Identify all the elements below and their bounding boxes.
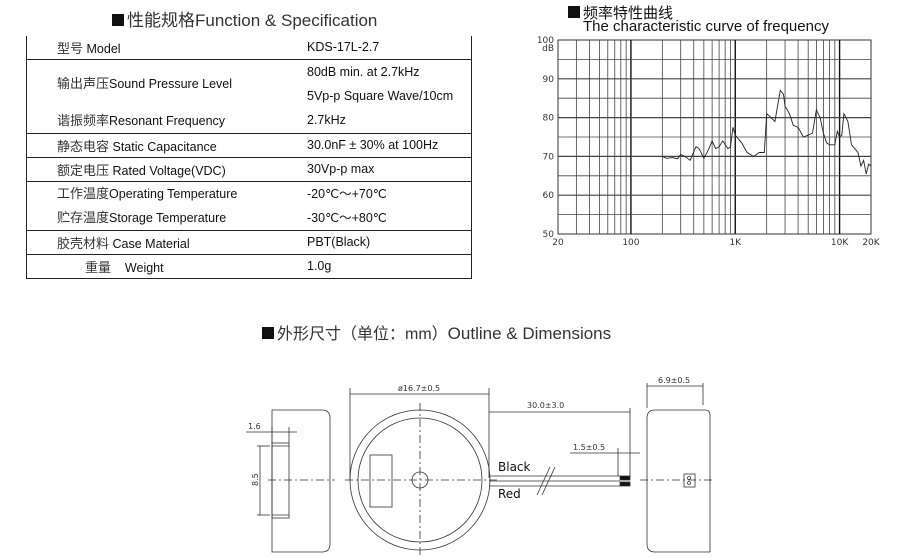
front-view: ø16.7±0.5 [345, 384, 500, 558]
x-tick-label: 20K [862, 238, 880, 248]
square-bullet-icon [112, 14, 124, 26]
y-tick-label: 100 [537, 36, 554, 46]
label-en: Storage Temperature [109, 210, 227, 225]
label-en: Resonant Frequency [109, 113, 226, 128]
chart-title-zh: 频率特性曲线 [583, 5, 674, 22]
label-zh: 贮存温度 [57, 210, 110, 226]
chart-heading: 频率特性曲线 [568, 2, 673, 23]
spec-value: 30.0nF ± 30% at 100Hz [303, 133, 472, 158]
dim-lead-length: 30.0±3.0 [527, 401, 564, 410]
spec-value: 2.7kHz [307, 113, 346, 127]
wire-label-black: Black [498, 460, 531, 474]
x-tick-label: 1K [729, 238, 742, 248]
y-axis-label: dB [542, 44, 554, 54]
label-zh: 工作温度 [57, 186, 110, 202]
label-en: Static Capacitance [112, 139, 217, 154]
label-zh: 重量 [85, 260, 112, 276]
label-zh: 输出声压 [57, 76, 110, 92]
label-en: Case Material [112, 236, 190, 251]
dim-diameter: ø16.7±0.5 [398, 384, 440, 393]
dim-depth: 6.9±0.5 [658, 376, 690, 385]
x-tick-label: 100 [622, 238, 639, 248]
spec-title-zh: 性能规格 [127, 11, 195, 30]
spec-label: 输出声压Sound Pressure Level 谐振频率Resonant Fre… [26, 59, 303, 134]
spec-value: PBT(Black) [303, 230, 472, 255]
spec-value: -30℃～+80℃ [307, 210, 387, 225]
table-row: 重量 Weight 1.0g [26, 254, 472, 279]
square-bullet-icon [568, 6, 580, 18]
y-tick-label: 50 [543, 230, 555, 240]
table-row: 工作温度Operating Temperature 贮存温度Storage Tem… [26, 181, 472, 231]
y-tick-label: 90 [543, 75, 555, 85]
label-en: Operating Temperature [109, 186, 238, 201]
dim-strip: 1.5±0.5 [573, 443, 605, 452]
outline-title-en: Outline & Dimensions [447, 324, 612, 343]
label-en: Model [86, 41, 121, 56]
table-row: 额定电压 Rated Voltage(VDC) 30Vp-p max [26, 157, 472, 182]
spec-value: 30Vp-p max [303, 157, 472, 182]
spec-value: KDS-17L-2.7 [303, 36, 472, 60]
x-tick-label: 20 [552, 238, 564, 248]
spec-label: 型号 Model [26, 36, 303, 60]
chart-title: The characteristic curve of frequency [583, 18, 829, 35]
spec-value: 80dB min. at 2.7kHz [307, 65, 420, 79]
label-en: Weight [124, 260, 164, 275]
lead-wires: Black Red 30.0±3.0 1.5±0.5 [489, 401, 640, 501]
y-tick-label: 80 [543, 114, 555, 124]
label-zh: 胶壳材料 [57, 236, 110, 252]
table-row: 胶壳材料 Case Material PBT(Black) [26, 230, 472, 255]
side-view-right: 6.9±0.5 [640, 376, 712, 553]
y-tick-label: 70 [543, 152, 555, 162]
dim-height: 8.5 [251, 473, 260, 486]
square-bullet-icon [262, 327, 274, 339]
frequency-response-line [662, 89, 872, 175]
label-en: Rated Voltage(VDC) [112, 163, 226, 178]
outline-title-zh: 外形尺寸（单位：mm） [277, 326, 448, 343]
y-tick-label: 60 [543, 191, 555, 201]
label-zh: 型号 [57, 41, 84, 57]
table-row: 静态电容 Static Capacitance 30.0nF ± 30% at 1… [26, 133, 472, 158]
x-tick-label: 10K [831, 238, 849, 248]
dim-thickness: 1.6 [248, 422, 261, 431]
spec-value: 5Vp-p Square Wave/10cm [307, 89, 454, 103]
label-zh: 静态电容 [57, 139, 110, 155]
spec-title-en: Function & Specification [195, 11, 378, 30]
label-zh: 额定电压 [57, 163, 110, 179]
outline-heading: 外形尺寸（单位：mm）Outline & Dimensions [262, 320, 611, 344]
side-view-left: 1.6 8.5 [246, 409, 335, 553]
label-en: Sound Pressure Level [109, 76, 233, 91]
spec-value: 1.0g [303, 254, 472, 279]
label-zh: 谐振频率 [57, 113, 110, 129]
spec-value: -20℃～+70℃ [307, 186, 387, 201]
spec-heading: 性能规格Function & Specification [112, 6, 377, 31]
wire-label-red: Red [498, 487, 521, 501]
table-row: 输出声压Sound Pressure Level 谐振频率Resonant Fre… [26, 59, 472, 134]
